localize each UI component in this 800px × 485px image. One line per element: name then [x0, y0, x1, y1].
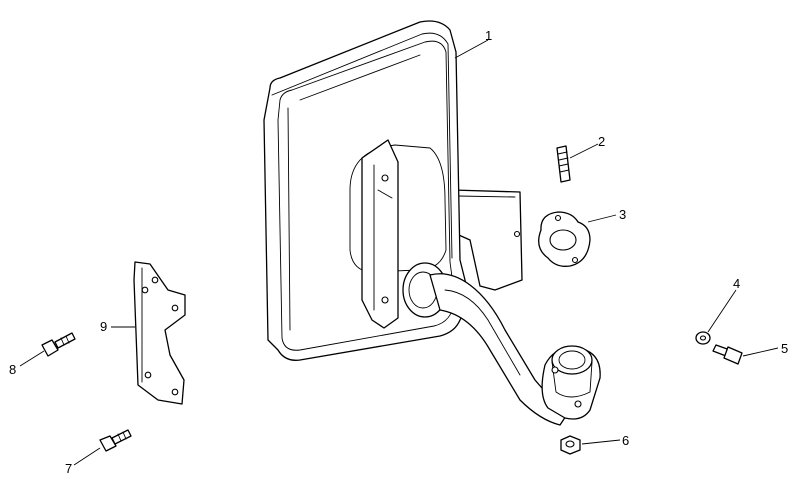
callout-labels: 1 2 3 4 5 6 7 8 9	[9, 28, 788, 476]
callout-2: 2	[598, 134, 605, 149]
hex-bolt-lower	[99, 429, 132, 452]
callout-6: 6	[622, 433, 629, 448]
stud-bolt	[556, 145, 571, 183]
callout-1: 1	[485, 28, 492, 43]
hex-bolt-right	[712, 344, 743, 365]
callout-7: 7	[65, 461, 72, 476]
hex-bolt-left	[41, 332, 76, 357]
callout-9: 9	[100, 319, 107, 334]
callout-8: 8	[9, 362, 16, 377]
hex-nut	[560, 435, 581, 455]
leader-lines	[19, 39, 779, 466]
callout-3: 3	[619, 207, 626, 222]
plate-bracket	[133, 261, 186, 405]
flange-gasket	[538, 211, 591, 267]
muffler-body	[263, 20, 471, 361]
callout-4: 4	[733, 276, 740, 291]
callout-5: 5	[781, 341, 788, 356]
exhaust-pipe	[429, 273, 601, 426]
washer	[695, 331, 711, 345]
